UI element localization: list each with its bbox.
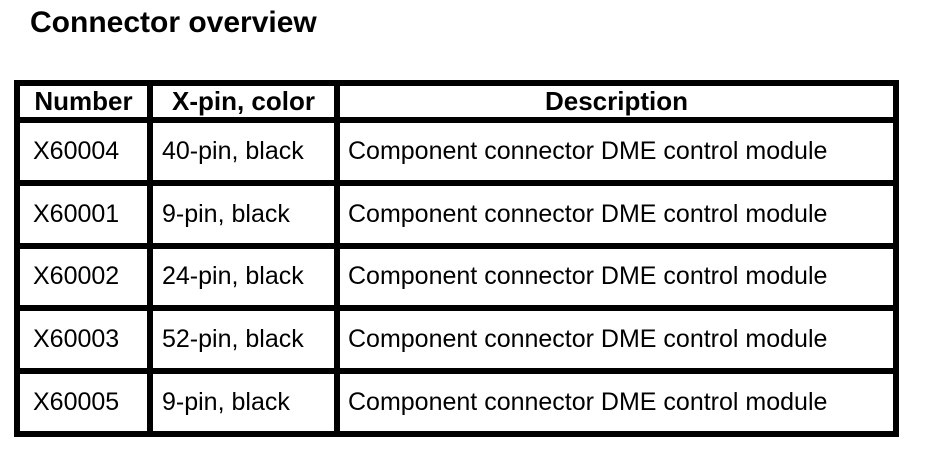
connector-description: Component connector DME control module xyxy=(334,242,899,312)
connector-number: X60002 xyxy=(14,242,153,312)
connector-number: X60003 xyxy=(14,305,153,375)
connector-description: Component connector DME control module xyxy=(334,179,899,249)
connector-pin-color: 52-pin, black xyxy=(147,305,340,375)
table-row: X60005 9-pin, black Component connector … xyxy=(14,368,899,437)
table-header-row: Number X-pin, color Description xyxy=(14,80,899,123)
connector-number: X60004 xyxy=(14,117,153,186)
column-header-number: Number xyxy=(14,80,153,123)
connector-overview-table: Number X-pin, color Description X60004 4… xyxy=(14,80,899,437)
connector-description: Component connector DME control module xyxy=(334,368,899,437)
connector-pin-color: 24-pin, black xyxy=(147,242,340,312)
connector-description: Component connector DME control module xyxy=(334,305,899,375)
column-header-description: Description xyxy=(334,80,899,123)
table-row: X60001 9-pin, black Component connector … xyxy=(14,179,899,249)
connector-description: Component connector DME control module xyxy=(334,117,899,186)
table-row: X60002 24-pin, black Component connector… xyxy=(14,242,899,312)
table-row: X60003 52-pin, black Component connector… xyxy=(14,305,899,375)
connector-pin-color: 9-pin, black xyxy=(147,179,340,249)
table-row: X60004 40-pin, black Component connector… xyxy=(14,117,899,186)
connector-pin-color: 40-pin, black xyxy=(147,117,340,186)
page-title: Connector overview xyxy=(30,6,317,39)
column-header-pin-color: X-pin, color xyxy=(147,80,340,123)
connector-pin-color: 9-pin, black xyxy=(147,368,340,437)
connector-number: X60001 xyxy=(14,179,153,249)
connector-number: X60005 xyxy=(14,368,153,437)
